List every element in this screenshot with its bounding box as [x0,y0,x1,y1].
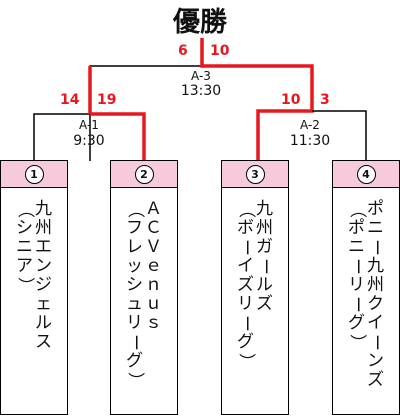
team-card-3: 3 九州ガールズ（ボーイズリーグ） [221,160,289,415]
team-number-badge: 1 [24,164,44,184]
final-win-line [200,38,314,161]
final-score-left: 6 [178,43,188,59]
semi-1-match-id: A-1 [79,118,99,132]
team-name: ポニー九州クイーンズ（ポニーリーグ） [333,188,399,390]
team-number-badge: 4 [356,164,376,184]
semi-2-match-time: 11:30 [289,133,331,149]
team-card-4: 4 ポニー九州クイーンズ（ポニーリーグ） [332,160,400,415]
final-score-right: 10 [210,43,230,59]
team-name-line-1: 九州エンジェルス [35,199,52,352]
semi-1-score-left: 14 [60,92,80,108]
team-name-line-2: （フレッシュリーグ） [125,201,145,389]
team-header: 4 [333,161,399,188]
semi-1-win-line [90,112,146,161]
semi-2-right-line [312,110,367,161]
team-name-line-2: （ポニーリーグ） [347,201,367,351]
team-number-badge: 3 [245,164,265,184]
team-name-line-2: （シニア） [15,201,35,294]
team-name-line-1: 九州ガールズ [255,199,275,314]
semi-2-score-right: 3 [320,92,330,108]
team-header: 2 [111,161,177,188]
team-name-line-2: （ボーイズリーグ） [236,201,256,370]
semi-2-match-id: A-2 [300,118,320,132]
team-card-1: 1 九州エンジェルス（シニア） [0,160,68,415]
final-match-time: 13:30 [180,83,222,99]
final-match-id: A-3 [191,69,211,83]
team-name: 九州エンジェルス（シニア） [1,188,67,352]
page-title: 優勝 [173,7,227,38]
team-header: 3 [222,161,288,188]
semi-1-match-time: 9:30 [73,133,105,149]
semi-1-score-right: 19 [97,92,117,108]
team-name-line-1: ポニー九州クイーンズ [366,199,386,390]
team-number-badge: 2 [134,164,154,184]
semi-1-left-line [33,113,90,161]
team-header: 1 [1,161,67,188]
semi-2-score-left: 10 [281,92,301,108]
team-name: 九州ガールズ（ボーイズリーグ） [222,188,288,371]
